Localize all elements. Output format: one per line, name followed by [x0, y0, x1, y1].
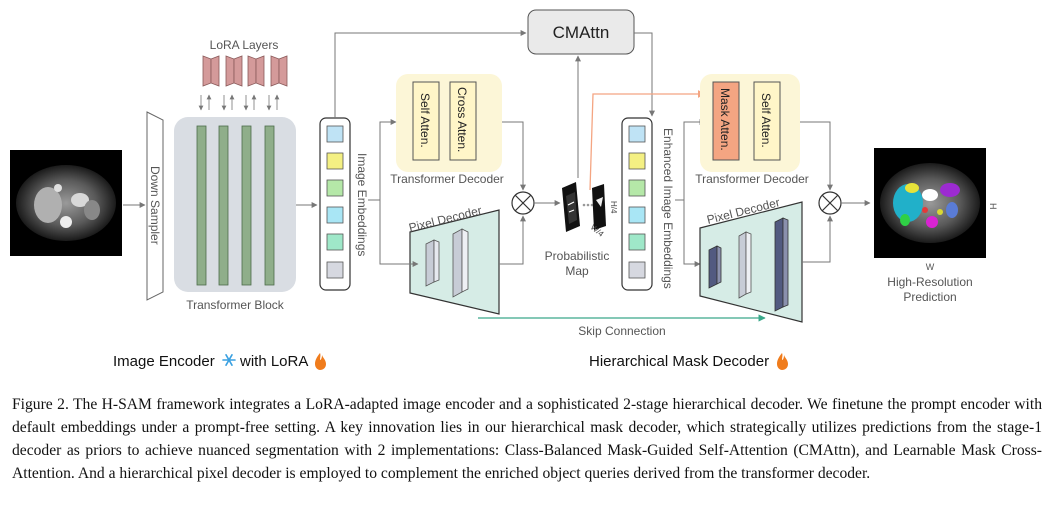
probabilistic-map-label-line1: Probabilistic [545, 249, 610, 263]
image-encoder-label: Image Encoder [113, 353, 215, 370]
arrow-embed-to-td1 [368, 119, 397, 201]
arrow-td2-to-mul [800, 121, 833, 191]
prediction-image [874, 148, 986, 258]
image-embeddings: Image Embeddings [319, 117, 369, 291]
self-atten-label-1: Self Atten. [418, 93, 432, 148]
arrow-cmattn-to-enhanced [634, 32, 655, 117]
down-sampler: Down Sampler [146, 111, 164, 301]
pixel-decoder-1: Pixel Decoder [407, 203, 500, 315]
hierarchical-mask-decoder-label: Hierarchical Mask Decoder [589, 353, 769, 370]
prediction-label-line1: High-Resolution [887, 275, 972, 289]
fire-icon-2 [777, 353, 788, 370]
transformer-decoder-2: Mask Atten. Self Atten. Transformer Deco… [695, 74, 809, 186]
self-atten-label-2: Self Atten. [759, 93, 773, 148]
probabilistic-map: H/4 W/4 Probabilistic Map [545, 182, 618, 278]
figure-caption: Figure 2. The H-SAM framework integrates… [12, 396, 1042, 482]
image-embeddings-label: Image Embeddings [355, 153, 369, 256]
fire-icon [315, 353, 326, 370]
down-sampler-label: Down Sampler [148, 166, 162, 245]
transformer-decoder-1-label: Transformer Decoder [390, 172, 504, 186]
with-lora-label: with LoRA [239, 353, 308, 370]
transformer-block: Transformer Block [174, 117, 296, 312]
hierarchical-mask-decoder-caption: Hierarchical Mask Decoder [589, 353, 788, 370]
arrow-embed-to-cmattn [334, 30, 527, 118]
mask-atten-label: Mask Atten. [718, 88, 732, 151]
transformer-decoder-2-label: Transformer Decoder [695, 172, 809, 186]
enhanced-image-embeddings: Enhanced Image Embeddings [621, 117, 675, 291]
cmattn-label: CMAttn [553, 23, 610, 42]
cmattn-block: CMAttn [527, 9, 635, 55]
arrow-enh-to-td2 [675, 119, 706, 201]
multiply-node-2 [818, 191, 842, 215]
arrow-pd1-to-mul [499, 215, 526, 265]
multiply-node-1 [511, 191, 535, 215]
h4-label: H/4 [609, 201, 618, 214]
probabilistic-map-label-line2: Map [565, 264, 589, 278]
input-ct-image [10, 150, 122, 256]
prediction-h-label: H [988, 203, 998, 210]
arrow-embed-to-pd1 [379, 200, 419, 267]
hsam-diagram: Down Sampler Transformer Block LoRA Laye… [10, 9, 998, 370]
transformer-decoder-1: Self Atten. Cross Atten. Transformer Dec… [390, 74, 504, 186]
pixel-decoder-2: Pixel Decoder [699, 195, 803, 323]
cross-atten-label-1: Cross Atten. [455, 87, 469, 152]
image-encoder-caption: Image Encoder with LoRA [113, 353, 326, 370]
skip-connection-label: Skip Connection [578, 324, 665, 338]
prediction-label-line2: Prediction [903, 290, 956, 304]
arrow-pd2-to-mul [802, 215, 833, 263]
transformer-block-label: Transformer Block [186, 298, 285, 312]
lora-layers: LoRA Layers [198, 38, 288, 111]
arrow-enh-to-pd2 [683, 200, 701, 267]
prediction-w-label: W [926, 262, 935, 272]
arrow-td1-to-mul [502, 121, 526, 191]
snowflake-icon [222, 354, 236, 366]
enhanced-image-embeddings-label: Enhanced Image Embeddings [661, 128, 675, 289]
arrow-prior-to-mask-atten [589, 90, 706, 191]
lora-layers-label: LoRA Layers [210, 38, 279, 52]
